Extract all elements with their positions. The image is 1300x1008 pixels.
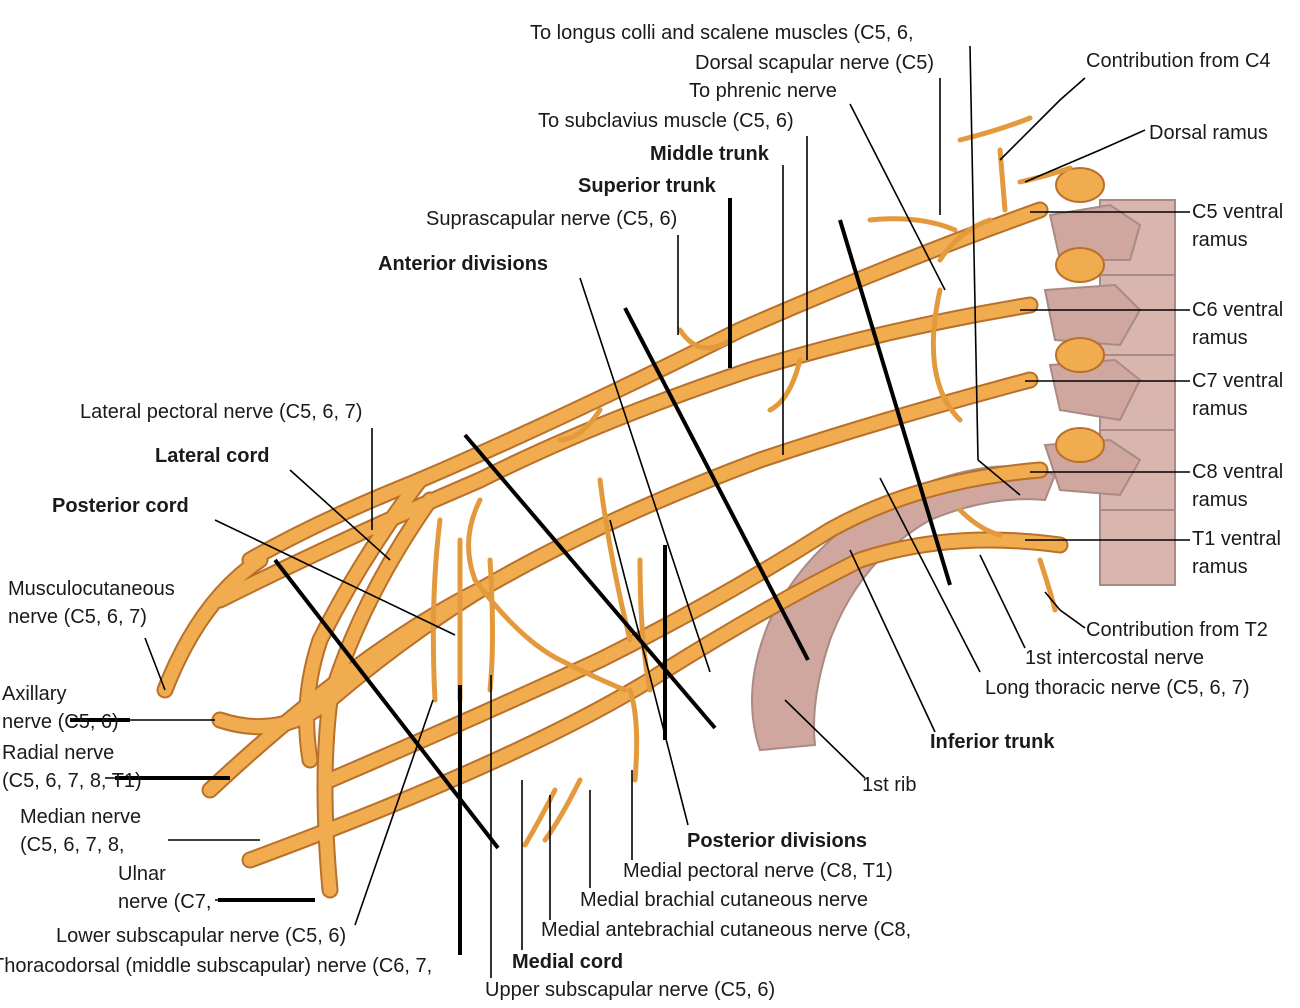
label-medial-brachial: Medial brachial cutaneous nerve — [580, 889, 868, 911]
label-c8-ventral-1: C8 ventral — [1192, 461, 1284, 483]
label-thoracodorsal: Thoracodorsal (middle subscapular) nerve… — [0, 955, 433, 977]
label-c5-ventral-1: C5 ventral — [1192, 201, 1284, 223]
label-c5-ventral-2: ramus — [1192, 229, 1248, 251]
first-rib-bone — [751, 465, 1057, 752]
label-middle-trunk: Middle trunk — [650, 143, 769, 165]
label-lateral-pectoral: Lateral pectoral nerve (C5, 6, 7) — [80, 401, 363, 423]
label-medial-pectoral: Medial pectoral nerve (C8, T1) — [623, 860, 893, 882]
label-c6-ventral-1: C6 ventral — [1192, 299, 1284, 321]
label-c8-ventral-2: ramus — [1192, 489, 1248, 511]
label-to-subclavius: To subclavius muscle (C5, 6) — [538, 110, 794, 132]
nerve-bundle — [156, 115, 1105, 899]
label-contribution-c4: Contribution from C4 — [1086, 50, 1271, 72]
label-ulnar-1: Ulnar — [118, 863, 166, 885]
label-axillary-1: Axillary — [2, 683, 67, 705]
marker-lines — [70, 198, 952, 955]
label-suprascapular: Suprascapular nerve (C5, 6) — [426, 208, 678, 230]
label-c7-ventral-1: C7 ventral — [1192, 370, 1284, 392]
label-ulnar-2: nerve (C7, — [118, 891, 212, 913]
label-anterior-divisions: Anterior divisions — [378, 253, 549, 275]
label-dorsal-ramus: Dorsal ramus — [1149, 122, 1268, 144]
label-medial-cord: Medial cord — [512, 951, 624, 973]
label-dorsal-scapular: Dorsal scapular nerve (C5) — [695, 52, 934, 74]
label-to-phrenic: To phrenic nerve — [689, 80, 837, 102]
label-posterior-cord: Posterior cord — [52, 495, 189, 517]
label-first-rib: 1st rib — [862, 774, 917, 796]
label-radial-2: (C5, 6, 7, 8, T1) — [2, 770, 142, 792]
label-lower-subscapular: Lower subscapular nerve (C5, 6) — [56, 925, 347, 947]
label-c7-ventral-2: ramus — [1192, 398, 1248, 420]
label-first-intercostal: 1st intercostal nerve — [1025, 647, 1204, 669]
label-upper-subscapular: Upper subscapular nerve (C5, 6) — [485, 979, 776, 1001]
label-musculocutaneous-2: nerve (C5, 6, 7) — [8, 606, 147, 628]
label-musculocutaneous-1: Musculocutaneous — [8, 578, 175, 600]
label-lateral-cord: Lateral cord — [155, 445, 270, 467]
label-median-1: Median nerve — [20, 806, 142, 828]
label-long-thoracic: Long thoracic nerve (C5, 6, 7) — [985, 677, 1250, 699]
label-superior-trunk: Superior trunk — [578, 175, 716, 197]
label-medial-antebrachial: Medial antebrachial cutaneous nerve (C8, — [541, 919, 912, 941]
label-posterior-divisions: Posterior divisions — [687, 830, 868, 852]
label-contribution-t2: Contribution from T2 — [1086, 619, 1268, 641]
label-median-2: (C5, 6, 7, 8, — [20, 834, 125, 856]
label-c6-ventral-2: ramus — [1192, 327, 1248, 349]
label-axillary-2: nerve (C5, 6) — [2, 711, 119, 733]
label-t1-ventral-1: T1 ventral — [1192, 528, 1281, 550]
label-t1-ventral-2: ramus — [1192, 556, 1248, 578]
label-inferior-trunk: Inferior trunk — [930, 731, 1055, 753]
label-longus-colli: To longus colli and scalene muscles (C5,… — [530, 22, 914, 44]
label-radial-1: Radial nerve — [2, 742, 115, 764]
